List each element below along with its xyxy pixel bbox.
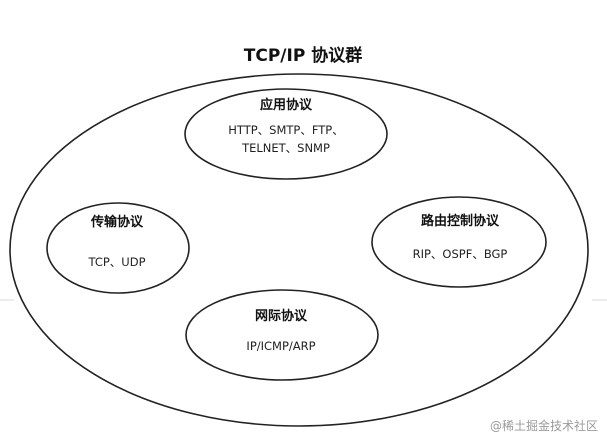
routing-protocol-ellipse	[371, 196, 547, 288]
application-protocol-list-line2: TELNET、SNMP	[241, 141, 330, 155]
routing-protocol-title: 路由控制协议	[421, 213, 500, 229]
application-protocol-list-line1: HTTP、SMTP、FTP、	[228, 123, 343, 137]
diagram-title: TCP/IP 协议群	[244, 45, 362, 66]
application-protocol-node: 应用协议 HTTP、SMTP、FTP、 TELNET、SNMP	[184, 88, 388, 180]
network-protocol-list: IP/ICMP/ARP	[246, 339, 315, 353]
network-protocol-title: 网际协议	[255, 308, 308, 324]
protocol-suite-ellipse	[9, 73, 589, 427]
transport-protocol-list: TCP、UDP	[87, 255, 145, 269]
application-protocol-ellipse	[184, 88, 388, 180]
routing-protocol-list: RIP、OSPF、BGP	[413, 247, 508, 261]
transport-protocol-title: 传输协议	[90, 214, 144, 230]
watermark-text: @稀土掘金技术社区	[490, 418, 598, 433]
network-protocol-ellipse	[185, 289, 379, 381]
network-protocol-node: 网际协议 IP/ICMP/ARP	[185, 289, 379, 381]
routing-protocol-node: 路由控制协议 RIP、OSPF、BGP	[371, 196, 547, 288]
transport-protocol-node: 传输协议 TCP、UDP	[46, 202, 190, 294]
application-protocol-title: 应用协议	[260, 97, 313, 113]
transport-protocol-ellipse	[46, 202, 190, 294]
